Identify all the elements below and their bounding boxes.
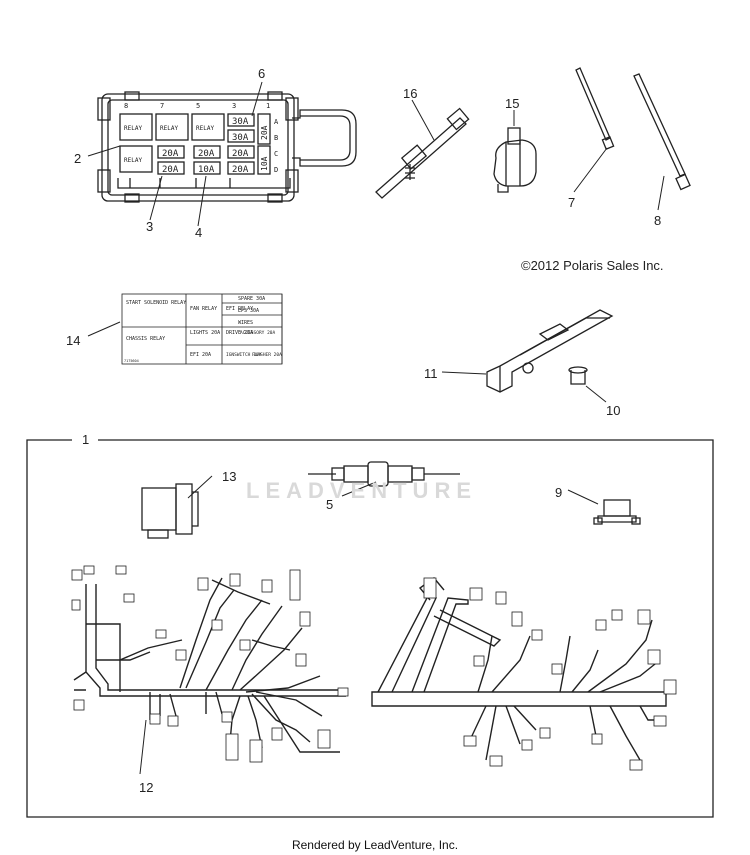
label-eps: EPS 30A: [238, 308, 259, 314]
fuse-rating: 20A: [260, 125, 269, 140]
watermark: LEADVENTURE: [246, 478, 478, 503]
fuse-rating: 20A: [232, 165, 249, 175]
fuse-label-card: [121, 293, 283, 365]
cavity-number: 8: [124, 102, 128, 110]
relay: [593, 499, 641, 525]
fuse-label-card-text: START SOLENOID RELAY FAN RELAY EFI RELAY…: [124, 296, 282, 363]
label-lights: LIGHTS 20A: [190, 330, 220, 336]
inline-fuse-holder: [308, 461, 460, 487]
connector-housing: [141, 483, 199, 539]
cable-tie-long: [633, 73, 691, 191]
leader-lines: [87, 81, 665, 775]
label-start-relay: START SOLENOID RELAY: [126, 300, 186, 306]
relay-label: RELAY: [124, 157, 142, 164]
push-rivet: [568, 366, 588, 385]
label-drive: DRIVE 20A: [226, 330, 253, 336]
callout-16: 16: [403, 86, 418, 101]
label-part-code: 7175604: [124, 359, 139, 363]
cavity-number: 7: [160, 102, 164, 110]
relay-label: RELAY: [196, 125, 214, 132]
harness-wire-tags: [71, 565, 677, 771]
callout-8: 8: [654, 213, 662, 228]
label-wires: WIRES: [238, 320, 253, 326]
fuse-rating: 30A: [232, 133, 249, 143]
label-accessory: ACCESSORY 20A: [240, 330, 276, 336]
row-letter: D: [274, 166, 278, 174]
label-efi: EFI 20A: [190, 352, 211, 358]
label-flasher: FLASHER 20A: [252, 352, 282, 358]
callout-10: 10: [606, 403, 621, 418]
row-letter: A: [274, 118, 279, 126]
cable-tie-small: [575, 67, 615, 150]
cavity-number: 3: [232, 102, 236, 110]
callout-9: 9: [555, 485, 563, 500]
cavity-number: 1: [266, 102, 270, 110]
fuse-rating: 20A: [232, 149, 249, 159]
fuse-box: [97, 91, 357, 203]
callout-11: 11: [424, 366, 438, 381]
callout-13: 13: [222, 469, 237, 484]
label-fan-relay: FAN RELAY: [190, 306, 217, 312]
callout-1: 1: [82, 432, 90, 447]
label-spare: SPARE 30A: [238, 296, 265, 302]
callout-12: 12: [139, 780, 154, 795]
cavity-number: 5: [196, 102, 200, 110]
mounting-bracket: [486, 309, 614, 393]
label-efi-relay: EFI RELAY: [226, 306, 253, 312]
fuse-rating: 10A: [198, 165, 215, 175]
relay-label: RELAY: [160, 125, 178, 132]
footer-credit: Rendered by LeadVenture, Inc.: [291, 838, 459, 852]
copyright-notice: ©2012 Polaris Sales Inc.: [521, 258, 664, 273]
relay-label: RELAY: [124, 125, 142, 132]
tie-strap-clip: [375, 107, 470, 199]
label-chassis-relay: CHASSIS RELAY: [126, 336, 165, 342]
connector-clip: [493, 127, 537, 193]
row-letter: C: [274, 150, 278, 158]
row-letter: B: [274, 134, 278, 142]
callout-14: 14: [66, 333, 81, 348]
callout-15: 15: [505, 96, 520, 111]
callout-2: 2: [74, 151, 82, 166]
fuse-rating: 20A: [198, 149, 215, 159]
fuse-rating: 30A: [232, 117, 249, 127]
callout-3: 3: [146, 219, 154, 234]
wiring-harness-right: [371, 577, 667, 761]
callout-7: 7: [568, 195, 576, 210]
group-box-item-1: [26, 439, 714, 818]
label-ignswitch: IGNSWITCH 10A: [226, 352, 262, 358]
callout-6: 6: [258, 66, 266, 81]
callout-4: 4: [195, 225, 203, 240]
fuse-rating: 10A: [260, 156, 269, 171]
wiring-harness-left: [73, 577, 346, 753]
fuse-box-labels: 8 7 5 3 1 A B C D RELAY RELAY RELAY RELA…: [124, 102, 279, 175]
fuse-rating: 20A: [162, 149, 179, 159]
callout-5: 5: [326, 497, 334, 512]
fuse-rating: 20A: [162, 165, 179, 175]
